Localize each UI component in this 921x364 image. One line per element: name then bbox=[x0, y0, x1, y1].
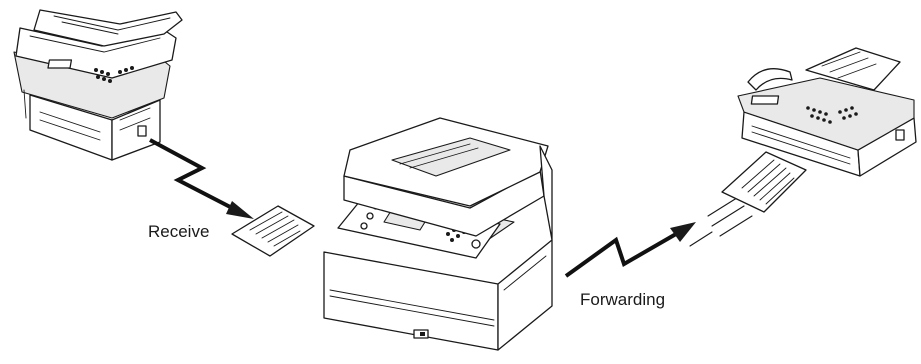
receive-transmission-bolt-icon bbox=[150, 140, 254, 219]
receive-label: Receive bbox=[148, 222, 209, 241]
motion-lines-icon bbox=[690, 196, 752, 246]
forwarding-transmission-bolt-icon bbox=[566, 222, 696, 276]
forwarding-label: Forwarding bbox=[580, 290, 665, 309]
sender-fax-machine bbox=[14, 10, 182, 160]
central-multifunction-printer bbox=[324, 118, 552, 350]
forwarded-document-icon bbox=[722, 152, 806, 212]
